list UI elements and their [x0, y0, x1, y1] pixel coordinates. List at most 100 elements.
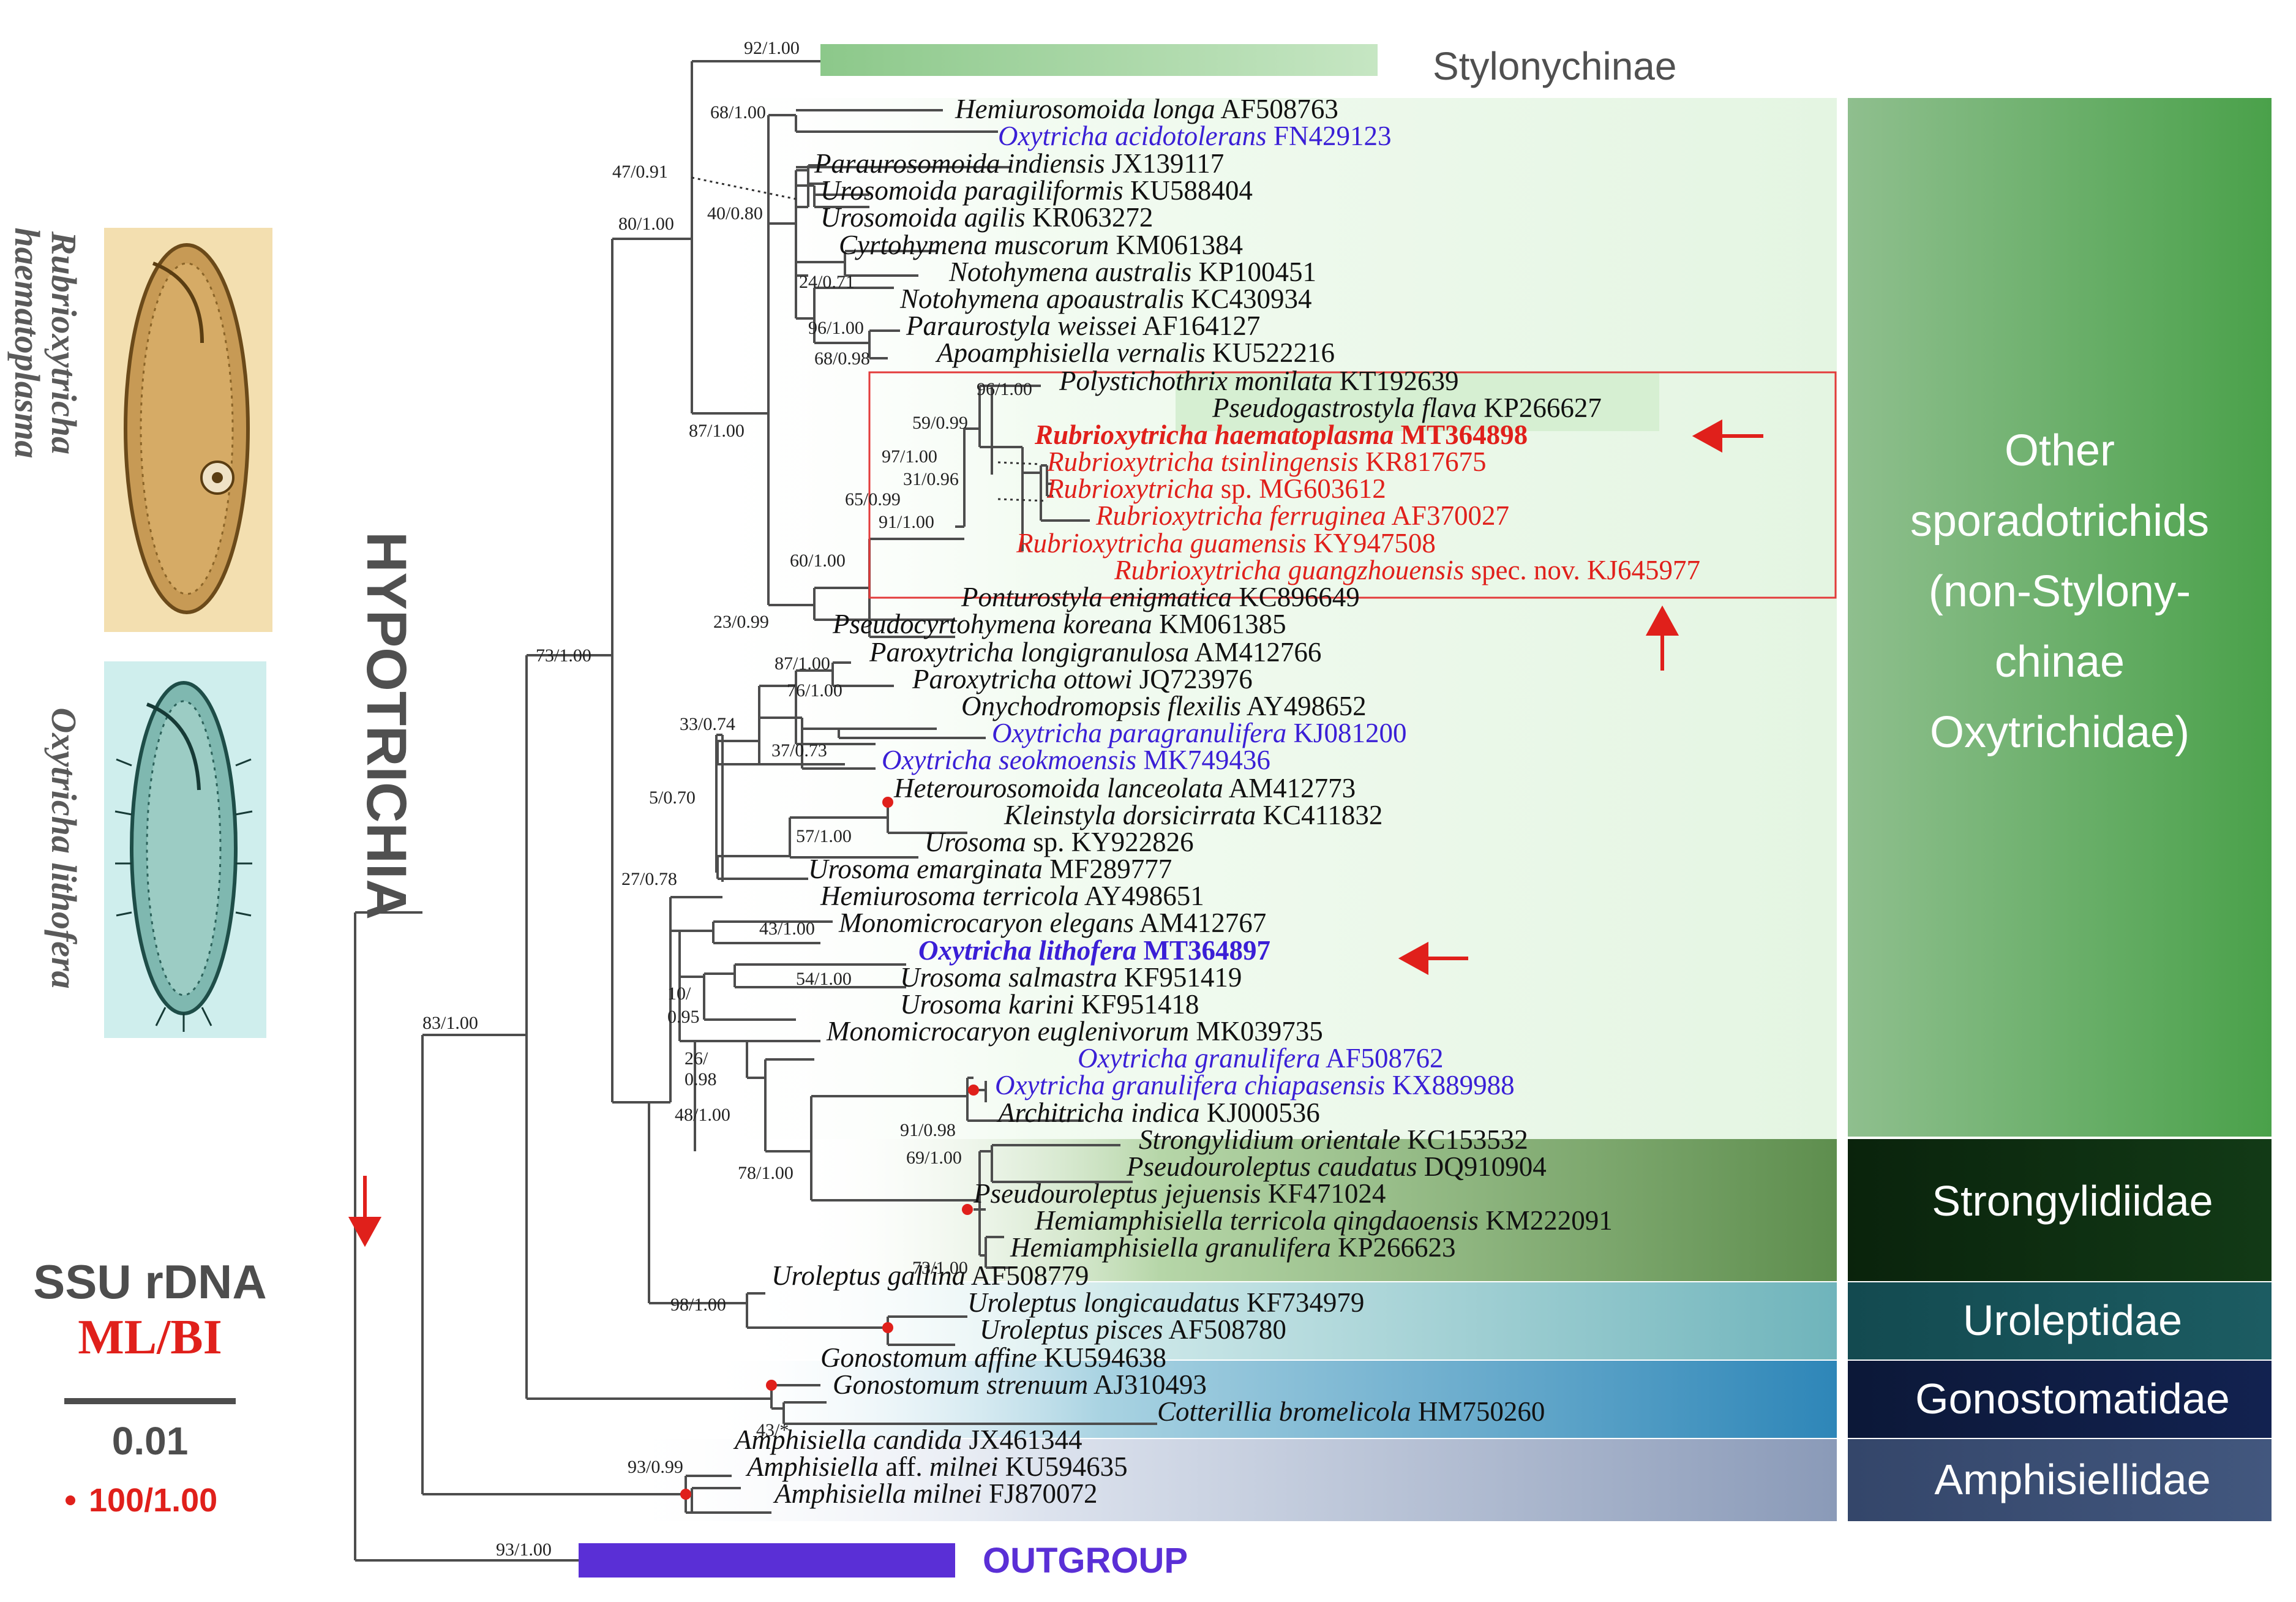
support-value: 73/1.00: [912, 1258, 968, 1278]
taxon-label: Pseudocyrtohymena koreana KM061385: [832, 609, 1286, 639]
support-value: 96/1.00: [808, 318, 864, 338]
gonostomatidae-label: Gonostomatidae: [1915, 1375, 2230, 1423]
arrow-head-left-2: [1398, 941, 1428, 976]
taxon-name: Oxytricha granulifera: [1078, 1043, 1320, 1074]
taxon-label: Oxytricha granulifera AF508762: [1078, 1043, 1444, 1074]
taxon-label: Urosoma salmastra KF951419: [900, 962, 1242, 993]
taxon-label: Pseudouroleptus jejuensis KF471024: [973, 1178, 1386, 1209]
support-value: 54/1.00: [796, 969, 852, 989]
support-value: 78/1.00: [738, 1163, 793, 1183]
taxon-name: Rubrioxytricha ferruginea: [1095, 500, 1386, 531]
taxon-name: Cotterillia bromelicola: [1157, 1396, 1411, 1427]
taxon-name: Notohymena apoaustralis: [899, 284, 1184, 314]
amphisiellidae-label: Amphisiellidae: [1934, 1456, 2210, 1503]
uroleptidae-band: [735, 1282, 1837, 1359]
oxytricha-caption: Oxytricha lithofera: [44, 707, 84, 988]
support-value: 26/: [685, 1048, 708, 1069]
taxon-accession: MT364898: [1394, 419, 1528, 450]
taxon-label: Cotterillia bromelicola HM750260: [1157, 1396, 1545, 1427]
support-value: 93/0.99: [628, 1457, 683, 1477]
taxon-label: Cyrtohymena muscorum KM061384: [839, 230, 1243, 260]
taxon-accession: JX461344: [962, 1424, 1082, 1455]
taxon-name: Hemiurosomoida longa: [955, 94, 1215, 124]
outgroup-bar: [579, 1543, 955, 1578]
taxon-label: Monomicrocaryon euglenivorum MK039735: [826, 1016, 1323, 1047]
taxon-accession: KU522216: [1206, 337, 1335, 368]
taxon-label: Architricha indica KJ000536: [996, 1097, 1320, 1128]
taxon-label: Rubrioxytricha guangzhouensis spec. nov.…: [1114, 555, 1700, 585]
taxon-accession: AY498652: [1241, 691, 1367, 721]
taxon-accession: KF471024: [1261, 1178, 1386, 1209]
pseudogastrostyla-highlight: [1176, 372, 1659, 431]
taxon-label: Hemiurosoma terricola AY498651: [820, 881, 1204, 911]
taxon-accession: DQ910904: [1417, 1151, 1547, 1182]
taxon-accession: AF508780: [1163, 1314, 1286, 1345]
other-group-label: Other sporadotrichids (non-Stylony- chin…: [1910, 426, 2209, 757]
taxon-accession: KM061385: [1152, 609, 1286, 639]
support-value: 23/0.99: [713, 612, 769, 632]
taxon-accession: FJ870072: [982, 1478, 1098, 1509]
taxon-label: Amphisiella candida JX461344: [733, 1424, 1082, 1455]
taxon-name: Oxytricha granulifera chiapasensis: [995, 1070, 1385, 1100]
taxon-label: Uroleptus gallina AF508779: [771, 1260, 1089, 1291]
scale-value: 0.01: [112, 1419, 189, 1463]
taxon-name: Urosoma: [925, 827, 1026, 857]
taxon-label: Urosoma karini KF951418: [900, 989, 1199, 1020]
taxon-name: Rubrioxytricha guangzhouensis: [1114, 555, 1464, 585]
taxon-name: Uroleptus gallina: [771, 1260, 966, 1291]
taxon-accession: KF734979: [1240, 1287, 1365, 1318]
taxon-label: Gonostomum affine KU594638: [820, 1342, 1166, 1373]
strongylidiidae-group-box: [1848, 1139, 2272, 1281]
taxon-label: Rubrioxytricha guamensis KY947508: [1016, 528, 1436, 558]
taxon-label: Onychodromopsis flexilis AY498652: [961, 691, 1367, 721]
taxon-label: Rubrioxytricha sp. MG603612: [1046, 473, 1386, 504]
support-value: 0.95: [667, 1007, 700, 1027]
support-value: 76/1.00: [787, 680, 842, 701]
taxon-label: Hemiurosomoida longa AF508763: [955, 94, 1338, 124]
tree-branches: [354, 60, 1157, 1562]
taxon-accession: KP266627: [1477, 393, 1602, 423]
taxon-name: Pseudocyrtohymena koreana: [832, 609, 1152, 639]
taxon-name: Cyrtohymena muscorum: [839, 230, 1109, 260]
taxon-label: Polystichothrix monilata KT192639: [1059, 366, 1458, 396]
taxon-label: Kleinstyla dorsicirrata KC411832: [1004, 800, 1382, 830]
support-value: 31/0.96: [903, 469, 959, 489]
taxon-name: Rubrioxytricha: [1046, 473, 1214, 504]
taxon-accession: AF508779: [966, 1260, 1089, 1291]
taxon-label: Urosoma emarginata MF289777: [808, 854, 1172, 884]
stylonychinae-label: Stylonychinae: [1433, 44, 1676, 88]
support-value: 69/1.00: [906, 1148, 962, 1168]
taxon-name: Pseudouroleptus caudatus: [1126, 1151, 1417, 1182]
support-value: 93/1.00: [496, 1540, 552, 1560]
taxon-name: Paraurosomoida indiensis: [814, 148, 1105, 179]
taxon-name: Notohymena australis: [948, 257, 1191, 287]
outgroup-label: OUTGROUP: [983, 1541, 1188, 1581]
taxon-name: Urosomoida agilis: [820, 202, 1026, 233]
taxon-suffix: sp.: [1026, 827, 1065, 857]
taxon-name: Onychodromopsis flexilis: [961, 691, 1241, 721]
taxon-name: Urosoma emarginata: [808, 854, 1043, 884]
taxon-label: Oxytricha seokmoensis MK749436: [882, 745, 1270, 775]
taxon-label: Oxytricha lithofera MT364897: [918, 935, 1270, 966]
strongylidiidae-label: Strongylidiidae: [1932, 1177, 2213, 1225]
taxon-name: Urosomoida paragiliformis: [820, 175, 1124, 206]
taxon-label: Monomicrocaryon elegans AM412767: [838, 908, 1266, 938]
other-line-3: (non-Stylony-: [1929, 567, 2191, 616]
taxon-name: Kleinstyla dorsicirrata: [1004, 800, 1256, 830]
taxon-accession: JX139117: [1105, 148, 1225, 179]
taxon-accession: AM412773: [1223, 773, 1356, 803]
taxon-name: Paroxytricha ottowi: [912, 664, 1133, 694]
taxon-label: Amphisiella milnei FJ870072: [773, 1478, 1098, 1509]
taxon-accession: KY947508: [1307, 528, 1436, 558]
other-line-2: sporadotrichids: [1910, 497, 2209, 546]
taxon-name: Pseudogastrostyla flava: [1212, 393, 1477, 423]
taxon-accession: KP266623: [1331, 1232, 1456, 1263]
taxon-accession: AJ310493: [1088, 1369, 1207, 1400]
taxon-accession: KM061384: [1109, 230, 1243, 260]
taxon-name: Apoamphisiella vernalis: [935, 337, 1206, 368]
taxon-name: Urosoma karini: [900, 989, 1075, 1020]
taxon-accession: KU594638: [1037, 1342, 1166, 1373]
arrow-head-up: [1645, 605, 1679, 636]
taxon-label: Rubrioxytricha ferruginea AF370027: [1095, 500, 1509, 531]
